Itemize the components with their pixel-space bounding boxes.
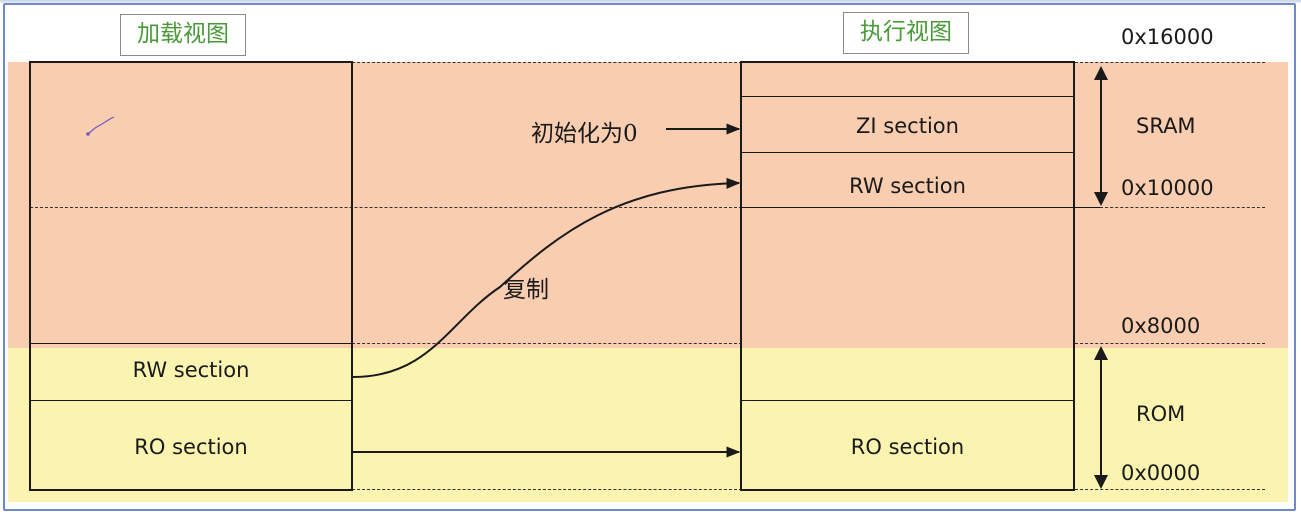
- dash-line-0x0000-mid: [352, 489, 742, 490]
- exec-view-divider-zi-bottom: [741, 152, 1074, 153]
- load-view-title: 加载视图: [120, 14, 246, 56]
- exec-view-divider-top: [741, 96, 1074, 97]
- dash-line-0x8000-mid: [352, 343, 742, 344]
- dash-line-0x10000-far: [1100, 207, 1265, 208]
- load-ro-section-label: RO section: [134, 435, 248, 459]
- window-top-rule: [0, 0, 1301, 3]
- init-zero-annotation: 初始化为0: [531, 121, 638, 147]
- dash-line-0x16000-far: [1075, 62, 1265, 63]
- exec-view-box: [740, 61, 1075, 491]
- exec-ro-section-label: RO section: [850, 435, 965, 459]
- load-rw-section-label: RW section: [132, 358, 250, 382]
- exec-zi-section-label: ZI section: [856, 114, 959, 138]
- rom-range-arrow: [1094, 346, 1108, 489]
- dash-line-0x10000-left: [30, 207, 742, 208]
- region-label-rom: ROM: [1136, 402, 1186, 426]
- sram-range-arrow: [1094, 66, 1108, 206]
- copy-annotation: 复制: [503, 277, 549, 303]
- address-0x16000: 0x16000: [1121, 25, 1214, 49]
- region-label-sram: SRAM: [1136, 114, 1196, 138]
- dash-line-0x16000-right: [352, 62, 742, 63]
- load-view-divider-rw-top: [30, 343, 352, 344]
- address-0x10000: 0x10000: [1121, 176, 1214, 200]
- address-0x0000: 0x0000: [1121, 461, 1201, 485]
- load-view-box: [29, 61, 353, 491]
- exec-view-title: 执行视图: [843, 12, 969, 54]
- address-0x8000: 0x8000: [1121, 314, 1201, 338]
- exec-rw-section-label: RW section: [849, 174, 966, 198]
- exec-view-divider-rw-bottom: [741, 207, 1100, 208]
- pen-mark: [86, 116, 115, 136]
- dash-line-0x8000-far: [1075, 343, 1265, 344]
- load-view-divider-ro-top: [30, 400, 352, 401]
- exec-view-divider-ro-top: [741, 400, 1074, 401]
- copy-arrow: [352, 177, 741, 378]
- dash-line-0x0000-far: [1075, 489, 1265, 490]
